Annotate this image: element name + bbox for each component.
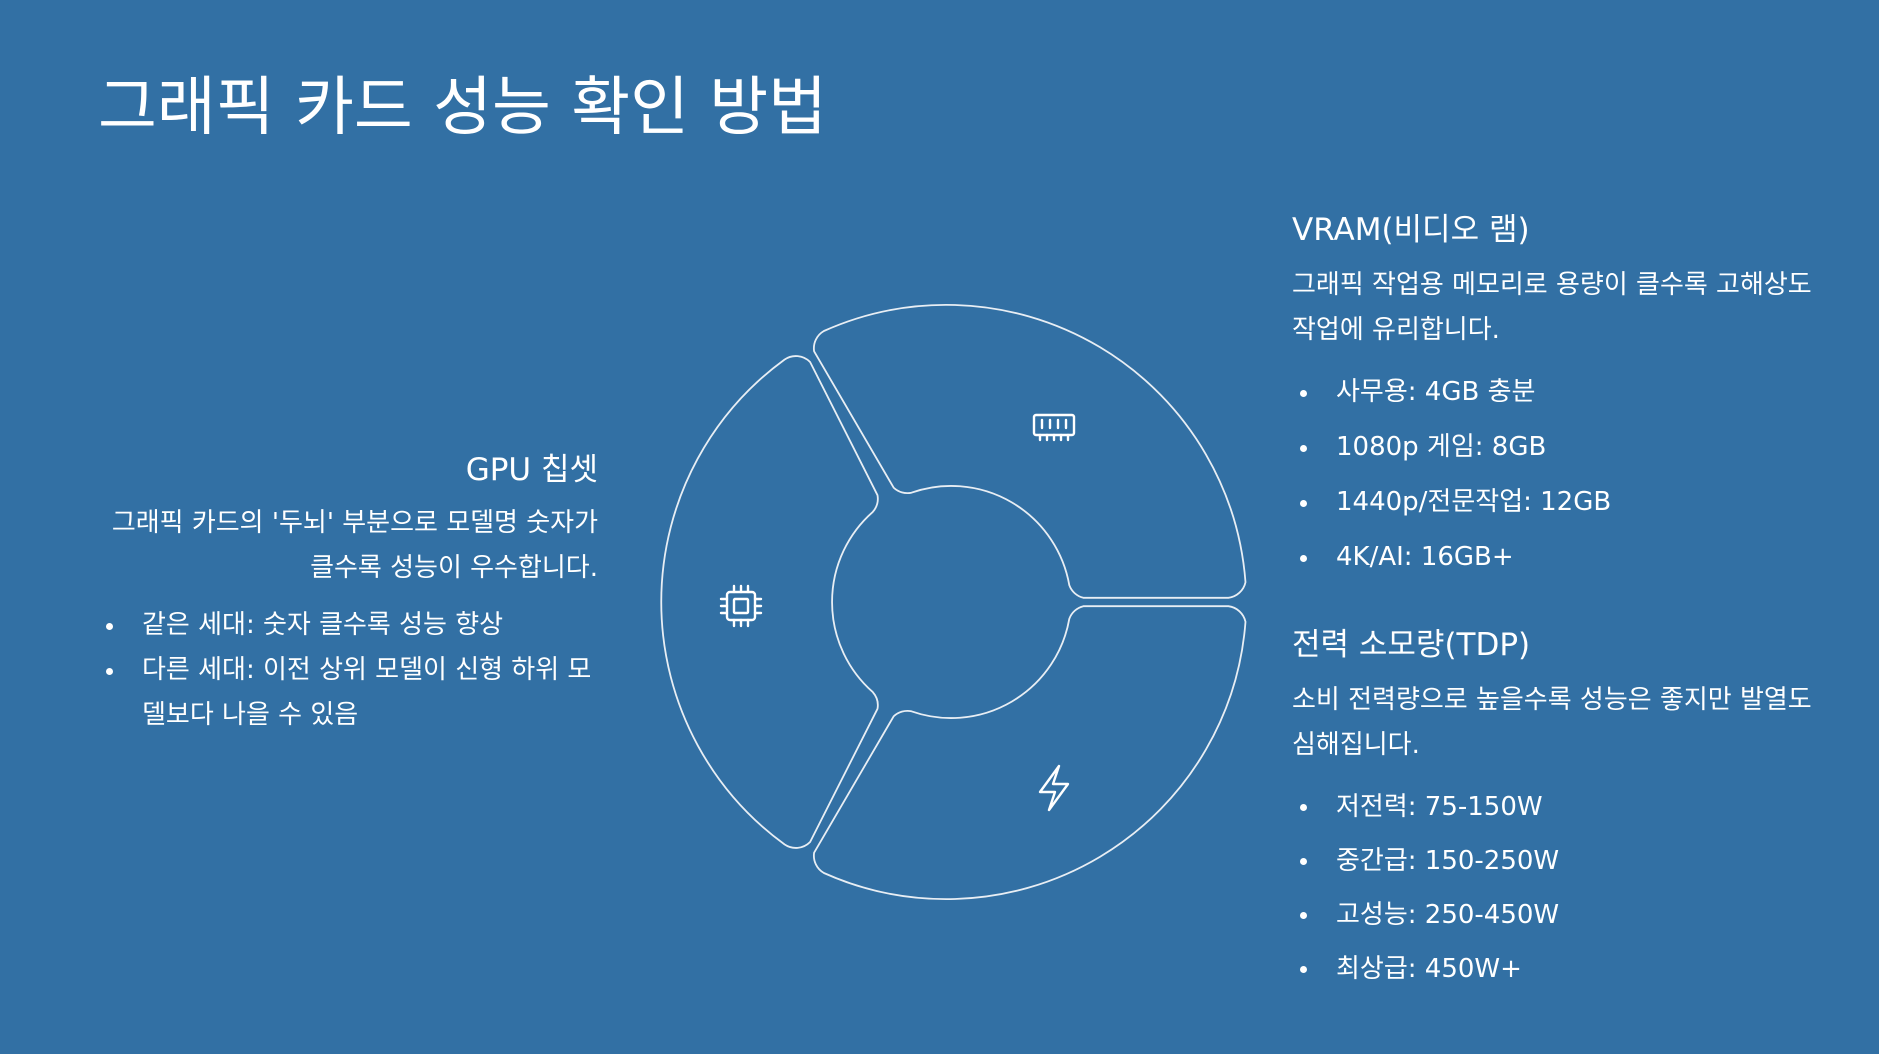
list-item: 4K/AI: 16GB+ xyxy=(1292,530,1822,585)
memory-icon xyxy=(1032,413,1076,442)
tdp-description: 소비 전력량으로 높을수록 성능은 좋지만 발열도 심해집니다. xyxy=(1292,685,1812,761)
tdp-title: 전력 소모량(TDP) xyxy=(1292,627,1531,663)
chip-icon xyxy=(719,584,763,628)
vram-title: VRAM(비디오 램) xyxy=(1292,212,1530,248)
list-item: 최상급: 450W+ xyxy=(1292,942,1822,996)
page-title: 그래픽 카드 성능 확인 방법 xyxy=(98,71,828,145)
list-item: 고성능: 250-450W xyxy=(1292,888,1822,942)
vram-description: 그래픽 작업용 메모리로 용량이 클수록 고해상도 작업에 유리합니다. xyxy=(1292,270,1812,346)
gpu-chipset-description: 그래픽 카드의 '두뇌' 부분으로 모델명 숫자가 클수록 성능이 우수합니다. xyxy=(111,508,598,584)
gpu-chipset-title: GPU 칩셋 xyxy=(465,452,598,488)
lightning-icon xyxy=(1038,764,1070,812)
list-item: 중간급: 150-250W xyxy=(1292,834,1822,888)
list-item: 1080p 게임: 8GB xyxy=(1292,420,1822,475)
list-item: 다른 세대: 이전 상위 모델이 신형 하위 모델보다 나을 수 있음 xyxy=(98,648,598,738)
segment-power xyxy=(812,605,1247,901)
list-item: 사무용: 4GB 충분 xyxy=(1292,365,1822,420)
gpu-chipset-list: 같은 세대: 숫자 클수록 성능 향상 다른 세대: 이전 상위 모델이 신형 … xyxy=(98,603,598,738)
vram-list: 사무용: 4GB 충분 1080p 게임: 8GB 1440p/전문작업: 12… xyxy=(1292,365,1822,585)
gpu-chipset-section: GPU 칩셋 그래픽 카드의 '두뇌' 부분으로 모델명 숫자가 클수록 성능이… xyxy=(98,452,598,738)
vram-section: VRAM(비디오 램) 그래픽 작업용 메모리로 용량이 클수록 고해상도 작업… xyxy=(1292,212,1822,585)
list-item: 같은 세대: 숫자 클수록 성능 향상 xyxy=(98,603,598,648)
segment-vram xyxy=(812,303,1247,599)
list-item: 저전력: 75-150W xyxy=(1292,780,1822,834)
list-item: 1440p/전문작업: 12GB xyxy=(1292,475,1822,530)
segment-gpu-chipset xyxy=(660,355,879,849)
tdp-section: 전력 소모량(TDP) 소비 전력량으로 높을수록 성능은 좋지만 발열도 심해… xyxy=(1292,627,1822,996)
tdp-list: 저전력: 75-150W 중간급: 150-250W 고성능: 250-450W… xyxy=(1292,780,1822,996)
